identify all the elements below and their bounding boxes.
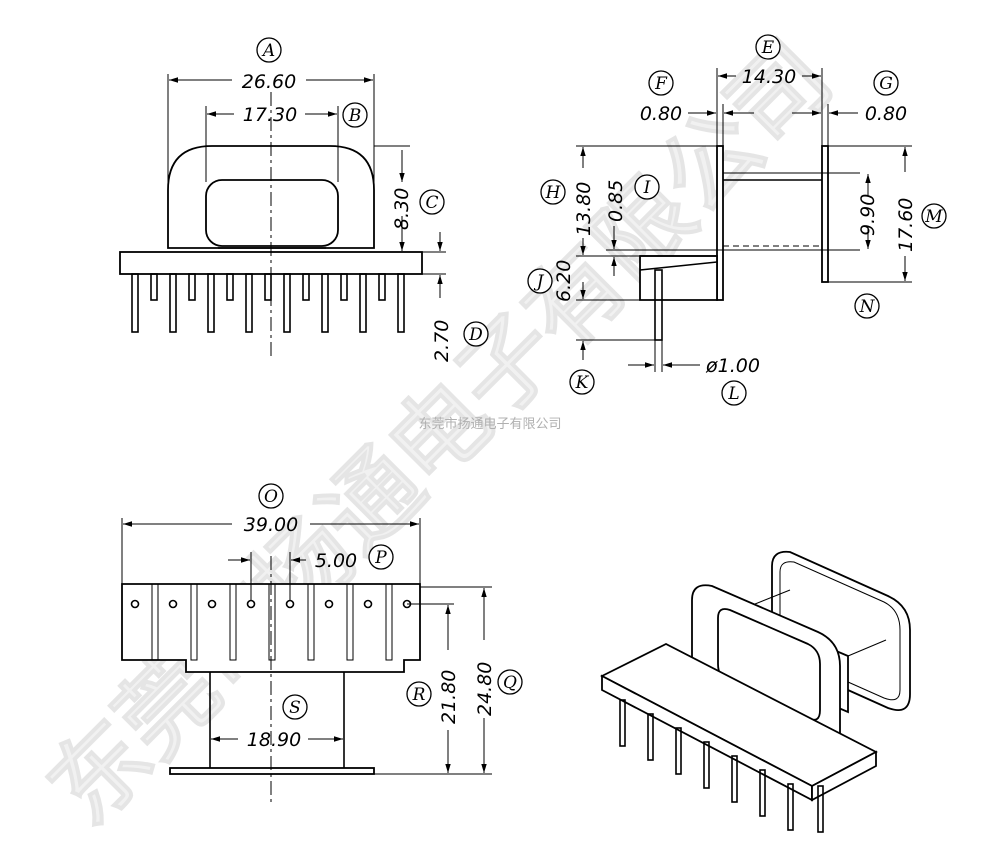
svg-text:K: K	[575, 373, 590, 393]
top-view-pins	[130, 599, 412, 609]
callout-L: L	[721, 380, 747, 406]
callout-N: N	[854, 293, 880, 319]
top-view-slots	[151, 583, 393, 661]
svg-text:H: H	[545, 183, 562, 203]
callout-B: B	[342, 102, 368, 128]
callout-Q: Q	[497, 669, 523, 695]
callout-F: F	[648, 70, 674, 96]
svg-text:B: B	[348, 106, 362, 126]
svg-text:M: M	[924, 207, 943, 227]
callout-R: R	[406, 681, 432, 707]
svg-text:R: R	[412, 685, 426, 705]
side-flange-left	[716, 145, 724, 301]
side-flange-right	[821, 145, 829, 283]
watermark-company-name: 东莞市扬通电子有限公司	[418, 416, 561, 432]
dim-O-value: 39.00	[244, 514, 298, 536]
dim-J-value: 6.20	[553, 260, 575, 302]
svg-text:S: S	[289, 698, 301, 718]
iso-pins	[619, 699, 824, 833]
callout-labels: A B C D E F G H I J K L M N O P Q R S	[256, 34, 947, 720]
dim-A-value: 26.60	[242, 71, 296, 93]
svg-text:D: D	[468, 325, 483, 345]
dim-H-value: 13.80	[573, 182, 595, 236]
callout-P: P	[368, 544, 394, 570]
svg-text:E: E	[761, 38, 775, 58]
top-view: 39.00 5.00 18.90 24.80 21.80	[121, 514, 496, 804]
front-window	[205, 179, 339, 247]
dim-N-value: 9.90	[857, 194, 879, 236]
callout-J: J	[527, 268, 553, 294]
svg-text:Q: Q	[503, 673, 517, 693]
svg-text:L: L	[727, 384, 739, 404]
callout-I: I	[634, 174, 660, 200]
iso-base-side	[811, 750, 877, 802]
callout-D: D	[463, 321, 489, 347]
dim-Q-value: 24.80	[474, 662, 496, 716]
callout-A: A	[256, 37, 282, 63]
dim-P-value: 5.00	[315, 550, 357, 572]
callout-H: H	[540, 179, 566, 205]
dim-L-value: ø1.00	[705, 355, 760, 377]
callout-O: O	[258, 483, 284, 509]
svg-text:P: P	[374, 548, 387, 568]
callout-C: C	[419, 189, 445, 215]
svg-text:F: F	[654, 74, 668, 94]
svg-text:C: C	[425, 193, 438, 213]
callout-E: E	[755, 34, 781, 60]
callout-M: M	[921, 203, 947, 229]
callout-S: S	[282, 694, 308, 720]
dim-M-value: 17.60	[895, 198, 917, 252]
dim-S-value: 18.90	[247, 729, 301, 751]
svg-text:O: O	[264, 487, 278, 507]
svg-text:N: N	[859, 297, 876, 317]
isometric-view	[600, 550, 911, 833]
svg-text:G: G	[879, 74, 893, 94]
callout-G: G	[873, 70, 899, 96]
svg-text:J: J	[534, 272, 545, 292]
svg-text:A: A	[261, 41, 275, 61]
dim-G-value: 0.80	[865, 103, 907, 125]
top-view-flange	[169, 767, 375, 775]
dim-B-value: 17.30	[243, 104, 297, 126]
dim-F-value: 0.80	[640, 103, 682, 125]
dim-I-value: 0.85	[605, 180, 627, 222]
dim-R-value: 21.80	[438, 670, 460, 724]
dim-C-value: 8.30	[391, 188, 413, 230]
callout-K: K	[569, 369, 595, 395]
front-pins	[131, 273, 405, 333]
side-pin	[654, 269, 663, 341]
front-view: 26.60 17.30 8.30 2.70	[119, 71, 453, 362]
dim-E-value: 14.30	[742, 66, 796, 88]
side-view: 14.30 0.80 0.80 13.80 0.85 6.20 ø1.00	[553, 66, 917, 377]
dim-D-value: 2.70	[431, 320, 453, 362]
svg-text:I: I	[643, 178, 651, 198]
